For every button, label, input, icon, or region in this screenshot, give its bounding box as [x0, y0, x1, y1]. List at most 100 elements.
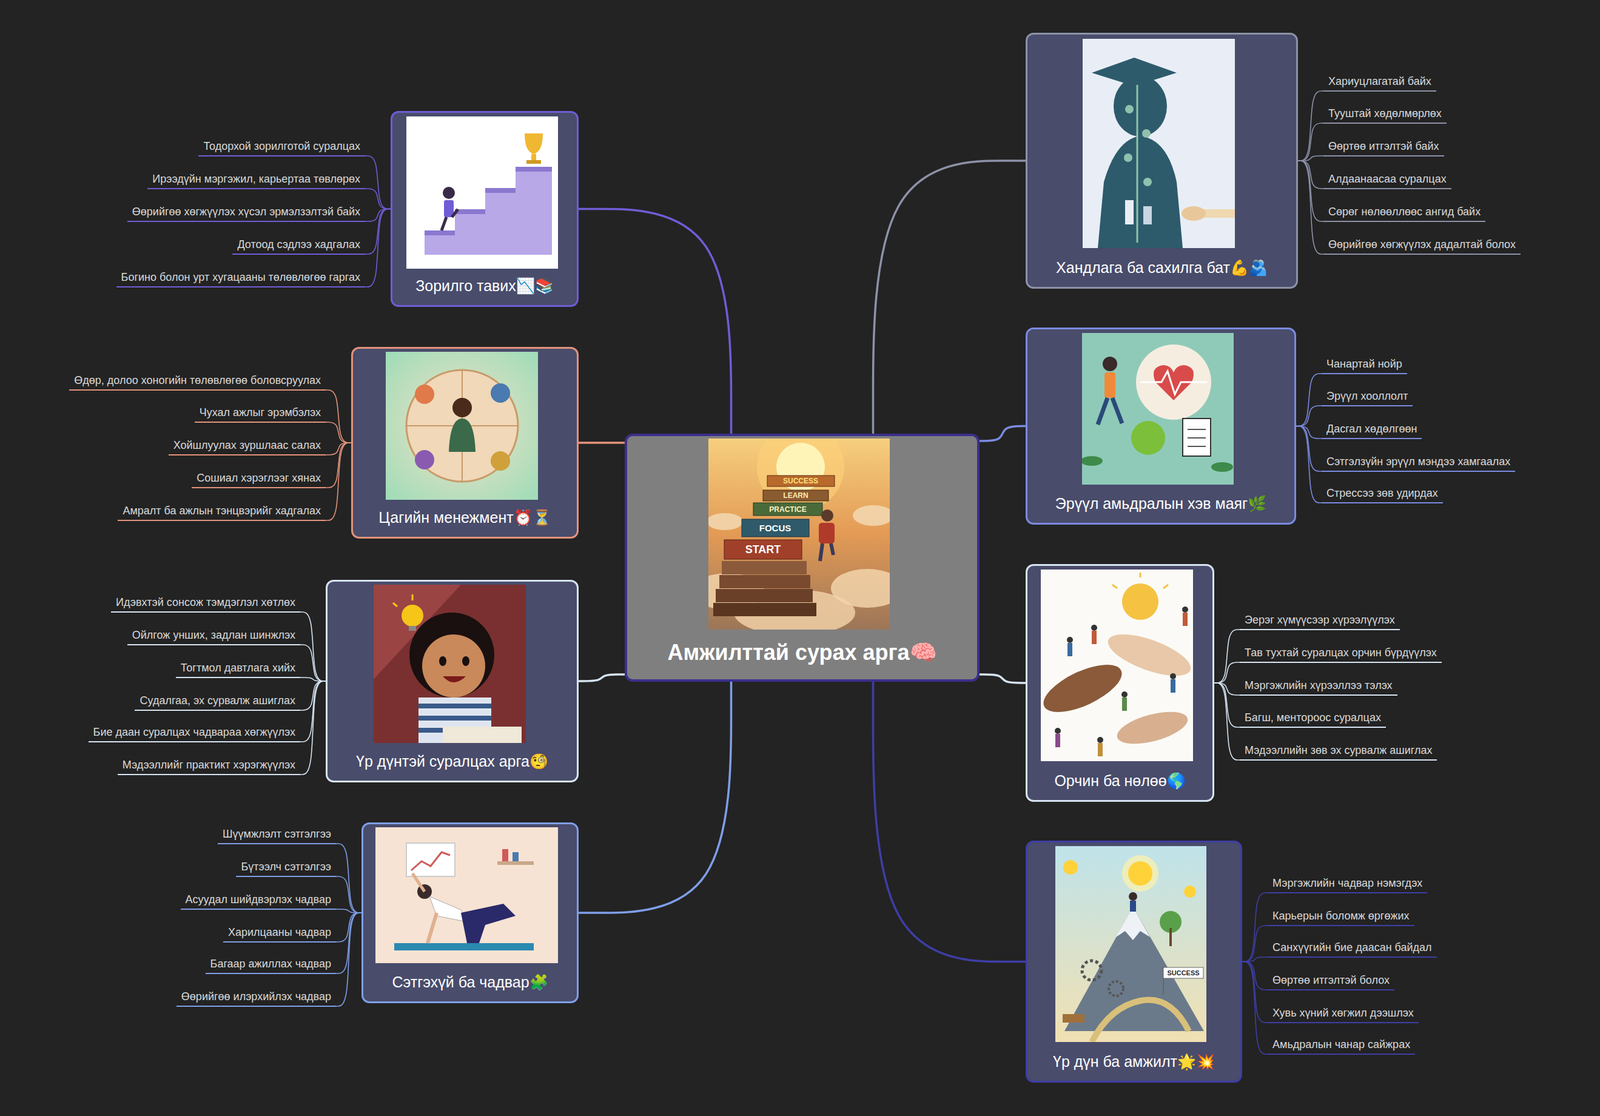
- leaf-topic: Эрүүл хооллолт: [1321, 388, 1413, 407]
- leaf-topic: Чухал ажлыг эрэмбэлэх: [194, 405, 326, 423]
- branch-connector: [578, 209, 732, 435]
- leaf-text: Өдөр, долоо хоногийн төлөвлөгөө боловсру…: [73, 374, 321, 387]
- leaf-text: Хариуцлагатай байх: [1328, 75, 1432, 88]
- leaf-topic: Тууштай хөдөлмөрлөх: [1323, 106, 1447, 124]
- leaf-connector: [365, 209, 391, 288]
- leaf-topic: Өөрийгөө хөгжүүлэх дадалтай болох: [1323, 237, 1521, 255]
- leaf-text: Асуудал шийдвэрлэх чадвар: [185, 893, 332, 906]
- leaf-text: Чанартай нойр: [1326, 357, 1403, 370]
- leaf-text: Харилцааны чадвар: [228, 926, 332, 939]
- leaf-text: Идэвхтэй сонсож тэмдэглэл хөтлөх: [115, 596, 296, 609]
- skills-illustration: [375, 827, 558, 964]
- leaf-text: Сэтгэлзүйн эрүүл мэндээ хамгаалах: [1326, 455, 1511, 468]
- leaf-topic: Бие даан суралцах чадвараа хөгжүүлэх: [88, 724, 301, 743]
- time-illustration: [385, 351, 538, 500]
- leaf-topic: Сошиал хэрэглээг хянах: [191, 470, 326, 489]
- picture-label: SUCCESS: [783, 477, 819, 485]
- leaf-connector: [1214, 682, 1240, 760]
- leaf-topic: Өөрийгөө илэрхийлэх чадвар: [176, 989, 337, 1007]
- leaf-connector: [1242, 961, 1268, 991]
- leaf-connector: [1296, 426, 1322, 440]
- branch-topic: Үр дүнтэй суралцах арга🧐: [325, 579, 579, 783]
- leaf-text: Өөрийгөө хөгжүүлэх дадалтай болох: [1328, 238, 1516, 251]
- leaf-text: Багаар ажиллах чадвар: [210, 957, 332, 970]
- leaf-text: Өөртөө итгэлтэй байх: [1328, 140, 1440, 153]
- topic-title: Зорилго тавих📉📚: [415, 276, 554, 295]
- leaf-topic: Санхүүгийн бие даасан байдал: [1267, 940, 1437, 958]
- leaf-topic: Тав тухтай суралцах орчин бүрдүүлэх: [1239, 645, 1442, 663]
- success-illustration: [1055, 846, 1207, 1043]
- picture-label: PRACTICE: [769, 505, 807, 514]
- leaf-topic: Эерэг хүмүүсээр хүрээлүүлэх: [1239, 612, 1400, 631]
- leaf-connector: [1242, 957, 1268, 962]
- leaf-connector: [1214, 682, 1240, 696]
- leaf-connector: [365, 155, 391, 210]
- leaf-text: Өөрийгөө хөгжүүлэх хүсэл эрмэлзэлтэй бай…: [132, 205, 361, 218]
- leaf-topic: Ирээдүйн мэргэжил, карьертаа төвлөрөх: [147, 171, 366, 190]
- leaf-text: Сошиал хэрэглээг хянах: [196, 471, 321, 485]
- leaf-connector: [325, 442, 352, 521]
- branch-connector: [578, 441, 625, 444]
- leaf-text: Чухал ажлыг эрэмбэлэх: [199, 406, 321, 419]
- leaf-text: Санхүүгийн бие даасан байдал: [1272, 941, 1432, 954]
- topic-title: Үр дүнтэй суралцах арга🧐: [356, 752, 549, 771]
- leaf-text: Бүтээлч сэтгэлгээ: [240, 860, 332, 873]
- picture-label: LEARN: [783, 491, 808, 500]
- attitude-illustration: [1082, 38, 1235, 249]
- leaf-connector: [336, 876, 362, 913]
- leaf-topic: Мэдээллийг практикт хэрэгжүүлэх: [117, 757, 301, 776]
- leaf-topic: Хойшлуулах зуршлаас салах: [168, 437, 326, 456]
- leaf-topic: Ойлгож унших, задлан шинжлэх: [127, 627, 301, 646]
- leaf-text: Амралт ба ажлын тэнцвэрийг хадгалах: [122, 504, 321, 517]
- leaf-text: Багш, ментороос суралцах: [1244, 711, 1382, 724]
- leaf-connector: [325, 422, 352, 443]
- leaf-topic: Харилцааны чадвар: [223, 924, 337, 943]
- learning-illustration: [373, 584, 526, 743]
- leaf-topic: Өөрийгөө хөгжүүлэх хүсэл эрмэлзэлтэй бай…: [127, 204, 366, 222]
- leaf-topic: Чанартай нойр: [1321, 356, 1408, 375]
- leaf-text: Мэдээллийг практикт хэрэгжүүлэх: [122, 758, 296, 771]
- leaf-text: Өөрийгөө илэрхийлэх чадвар: [181, 990, 332, 1003]
- leaf-topic: Хувь хүний хөгжил дээшлэх: [1267, 1005, 1419, 1024]
- leaf-text: Дотоод сэдлээ хадгалах: [237, 238, 361, 251]
- branch-connector: [578, 681, 732, 913]
- leaf-connector: [365, 188, 391, 210]
- center-illustration: [708, 438, 890, 630]
- picture-label: FOCUS: [759, 523, 792, 533]
- leaf-topic: Өөртөө итгэлтэй байх: [1323, 138, 1445, 157]
- leaf-topic: Амьдралын чанар сайжрах: [1267, 1037, 1416, 1055]
- leaf-text: Тууштай хөдөлмөрлөх: [1328, 107, 1442, 120]
- leaf-topic: Бүтээлч сэтгэлгээ: [235, 859, 337, 878]
- leaf-connector: [1296, 426, 1322, 504]
- leaf-text: Тогтмол давтлага хийх: [180, 661, 296, 674]
- topic-title: Үр дүн ба амжилт🌟💥: [1052, 1052, 1215, 1071]
- leaf-topic: Өдөр, долоо хоногийн төлөвлөгөө боловсру…: [69, 373, 326, 391]
- leaf-connector: [336, 843, 362, 913]
- leaf-connector: [1296, 373, 1322, 427]
- leaf-text: Дасгал хөдөлгөөн: [1326, 422, 1417, 435]
- leaf-connector: [1297, 90, 1324, 161]
- topic-title: Орчин ба нөлөө🌎: [1054, 771, 1186, 790]
- leaf-text: Ойлгож унших, задлан шинжлэх: [132, 628, 296, 642]
- leaf-topic: Мэдээллийн зөв эх сурвалж ашиглах: [1239, 742, 1437, 761]
- topic-title: Амжилттай сурах арга🧠: [667, 639, 937, 666]
- leaf-text: Мэдээллийн зөв эх сурвалж ашиглах: [1244, 744, 1432, 757]
- leaf-connector: [300, 644, 326, 682]
- topic-title: Сэтгэхүй ба чадвар🧩: [391, 972, 548, 992]
- leaf-text: Бие даан суралцах чадвараа хөгжүүлэх: [93, 726, 296, 739]
- leaf-topic: Дотоод сэдлээ хадгалах: [232, 237, 366, 255]
- branch-connector: [979, 426, 1026, 442]
- leaf-text: Тодорхой зорилготой суралцах: [203, 140, 361, 153]
- topic-title: Хандлага ба сахилга бат💪🫂: [1055, 258, 1268, 277]
- leaf-topic: Шүүмжлэлт сэтгэлгээ: [217, 826, 337, 845]
- leaf-text: Амьдралын чанар сайжрах: [1272, 1038, 1411, 1051]
- leaf-text: Эерэг хүмүүсээр хүрээлүүлэх: [1244, 613, 1395, 626]
- leaf-topic: Дасгал хөдөлгөөн: [1321, 421, 1422, 440]
- branch-connector: [578, 674, 625, 682]
- leaf-topic: Алдаанаасаа суралцах: [1323, 171, 1452, 190]
- leaf-topic: Идэвхтэй сонсож тэмдэглэл хөтлөх: [110, 594, 301, 613]
- branch-topic: Хандлага ба сахилга бат💪🫂: [1025, 32, 1298, 289]
- branch-topic: Орчин ба нөлөө🌎: [1025, 564, 1215, 802]
- leaf-connector: [300, 611, 326, 682]
- leaf-text: Ирээдүйн мэргэжил, карьертаа төвлөрөх: [152, 172, 361, 185]
